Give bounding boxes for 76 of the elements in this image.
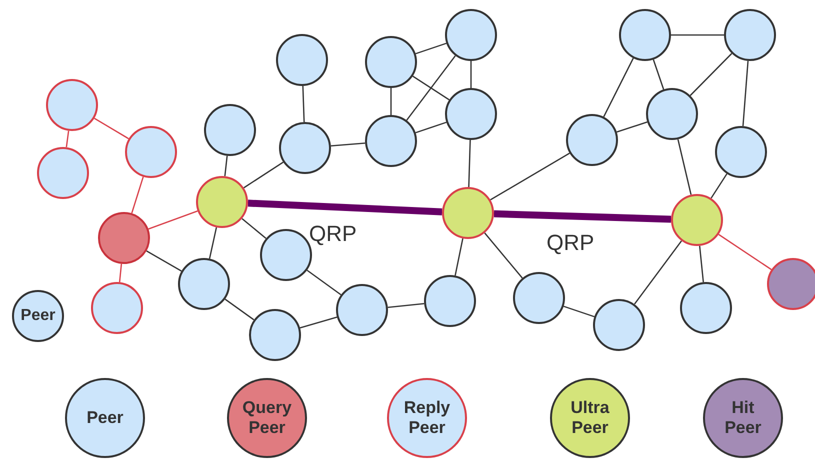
link-line: [330, 142, 366, 147]
link-line: [616, 121, 648, 133]
node-label: Peer: [20, 306, 56, 326]
link-line: [710, 173, 728, 199]
link-line: [454, 238, 464, 276]
link-line: [742, 60, 749, 126]
peer-circle: [178, 258, 230, 310]
peer-circle: [715, 126, 767, 178]
link-line: [563, 306, 595, 318]
link-line: [652, 59, 664, 90]
peer-circle: [276, 34, 328, 86]
link-line: [131, 176, 144, 214]
node-label: Hit Peer: [724, 398, 762, 438]
reply-peer-circle: [91, 282, 143, 334]
link-line: [634, 240, 682, 305]
hit-peer-circle: [767, 258, 815, 310]
link-line: [242, 218, 266, 239]
link-line: [470, 61, 472, 88]
peer-circle: [204, 104, 256, 156]
peer-circle: [680, 282, 732, 334]
peer-circle: [619, 9, 671, 61]
peer-circle: [445, 9, 497, 61]
peer-circle: [260, 229, 312, 281]
peer-circle: [445, 88, 497, 140]
peer-circle: [424, 275, 476, 327]
peer-circle: [593, 299, 645, 351]
reply-peer-circle: [125, 126, 177, 178]
link-line: [224, 298, 254, 320]
link-line: [468, 140, 471, 188]
link-line: [94, 118, 129, 140]
ultra-peer-circle: [196, 176, 248, 228]
node-label: Reply Peer: [402, 398, 452, 438]
link-line: [148, 210, 198, 230]
link-line: [224, 156, 228, 176]
link-line: [415, 42, 447, 54]
peer-circle: [365, 115, 417, 167]
link-line: [243, 162, 284, 188]
node-label: Query Peer: [241, 398, 293, 438]
node-label: Ultra Peer: [570, 398, 610, 438]
link-line: [388, 303, 424, 308]
link-line: [306, 270, 342, 296]
link-line: [690, 53, 732, 96]
ultra-peer-circle: [442, 187, 494, 239]
reply-peer-circle: [46, 79, 98, 131]
link-line: [671, 34, 724, 36]
link-line: [406, 55, 456, 121]
link-line: [390, 88, 392, 115]
peer-circle: [249, 309, 301, 361]
peer-circle: [513, 272, 565, 324]
link-line: [66, 130, 70, 148]
peer-circle: [724, 9, 776, 61]
query-peer-circle: [98, 212, 150, 264]
link-line: [699, 246, 704, 282]
link-line: [118, 264, 122, 282]
peer-circle: [12, 290, 64, 342]
reply-peer-circle: [37, 147, 89, 199]
ultra-peer-circle: [671, 194, 723, 246]
peer-circle: [279, 122, 331, 174]
link-line: [302, 86, 305, 122]
link-line: [603, 58, 634, 118]
peer-circle: [336, 284, 388, 336]
link-line: [718, 234, 772, 270]
peer-circle: [566, 114, 618, 166]
link-line: [490, 152, 570, 200]
link-line: [677, 139, 692, 195]
thick-link-line: [248, 200, 442, 216]
peer-circle: [646, 88, 698, 140]
link-line: [146, 250, 182, 272]
link-line: [484, 232, 523, 278]
link-line: [415, 122, 447, 134]
peer-circle: [365, 36, 417, 88]
link-line: [300, 316, 338, 328]
link-line: [208, 227, 218, 259]
link-line: [412, 76, 450, 100]
thick-link-line: [494, 210, 672, 223]
node-label: Peer: [86, 408, 124, 428]
